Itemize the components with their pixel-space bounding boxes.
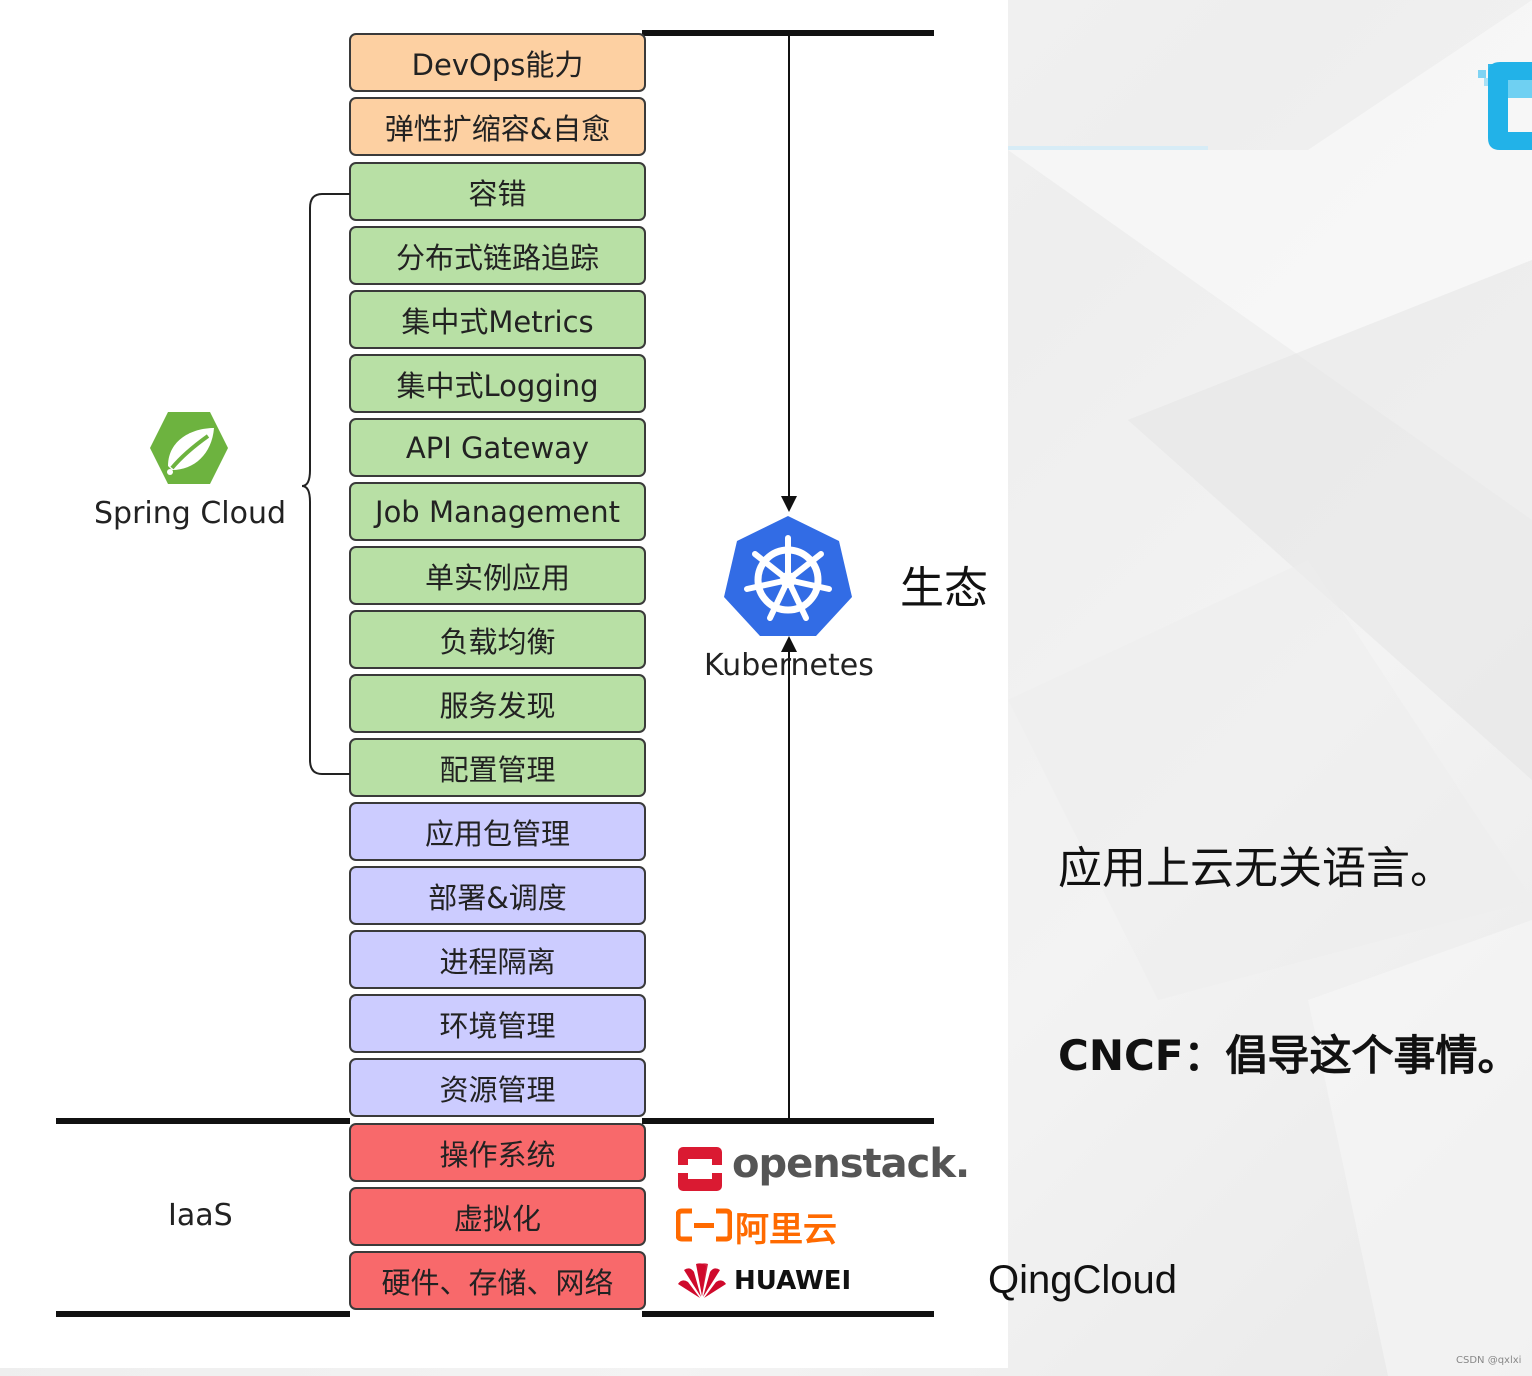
layer-centralized-logging: 集中式Logging bbox=[349, 354, 646, 413]
k8s-arrow-down-head bbox=[781, 496, 797, 512]
background-facets bbox=[1008, 0, 1532, 1376]
language-agnostic-note: 应用上云无关语言。 bbox=[1058, 843, 1454, 894]
top-boundary-line bbox=[642, 30, 934, 36]
layer-singleton-app: 单实例应用 bbox=[349, 546, 646, 605]
huawei-label: HUAWEI bbox=[734, 1266, 852, 1296]
layer-process-isolation: 进程隔离 bbox=[349, 930, 646, 989]
layer-operating-system: 操作系统 bbox=[349, 1123, 646, 1182]
layer-resource-management: 资源管理 bbox=[349, 1058, 646, 1117]
k8s-arrow-down-line bbox=[788, 34, 790, 500]
qingcloud-label: QingCloud bbox=[988, 1258, 1178, 1302]
ecosystem-label: 生态 bbox=[900, 563, 988, 614]
iaas-top-line-left bbox=[56, 1118, 350, 1124]
openstack-logo-icon bbox=[678, 1147, 722, 1191]
layer-api-gateway: API Gateway bbox=[349, 418, 646, 477]
cncf-note: CNCF：倡导这个事情。 bbox=[1058, 1031, 1520, 1080]
huawei-logo-icon bbox=[678, 1263, 726, 1298]
layer-environment-management: 环境管理 bbox=[349, 994, 646, 1053]
aliyun-label: 阿里云 bbox=[735, 1210, 837, 1250]
architecture-diagram: DevOps能力 弹性扩缩容&自愈 容错 分布式链路追踪 集中式Metrics … bbox=[0, 0, 1008, 1368]
layer-centralized-metrics: 集中式Metrics bbox=[349, 290, 646, 349]
layer-virtualization: 虚拟化 bbox=[349, 1187, 646, 1246]
corner-logo-icon bbox=[1478, 62, 1532, 150]
kubernetes-helm-icon bbox=[724, 516, 852, 636]
iaas-top-line-right bbox=[642, 1118, 934, 1124]
watermark: CSDN @qxlxi bbox=[1456, 1355, 1522, 1366]
iaas-label: IaaS bbox=[168, 1198, 233, 1233]
layer-load-balancing: 负载均衡 bbox=[349, 610, 646, 669]
layer-package-management: 应用包管理 bbox=[349, 802, 646, 861]
layer-job-management: Job Management bbox=[349, 482, 646, 541]
bottom-boundary-line-right bbox=[642, 1311, 934, 1317]
spring-cloud-label: Spring Cloud bbox=[94, 496, 287, 531]
k8s-arrow-up-line bbox=[788, 650, 790, 1120]
layer-distributed-tracing: 分布式链路追踪 bbox=[349, 226, 646, 285]
layer-devops: DevOps能力 bbox=[349, 33, 646, 92]
kubernetes-label: Kubernetes bbox=[704, 648, 874, 683]
layer-config-management: 配置管理 bbox=[349, 738, 646, 797]
layer-fault-tolerance: 容错 bbox=[349, 162, 646, 221]
layer-deploy-schedule: 部署&调度 bbox=[349, 866, 646, 925]
bottom-boundary-line-left bbox=[56, 1311, 350, 1317]
aliyun-logo-icon bbox=[676, 1208, 732, 1242]
k8s-arrow-up-head bbox=[781, 636, 797, 652]
layer-hardware: 硬件、存储、网络 bbox=[349, 1251, 646, 1310]
layer-service-discovery: 服务发现 bbox=[349, 674, 646, 733]
spring-leaf-icon bbox=[150, 412, 228, 484]
spring-cloud-brace bbox=[301, 193, 350, 775]
layer-elastic-scaling: 弹性扩缩容&自愈 bbox=[349, 97, 646, 156]
openstack-label: openstack. bbox=[732, 1141, 970, 1187]
